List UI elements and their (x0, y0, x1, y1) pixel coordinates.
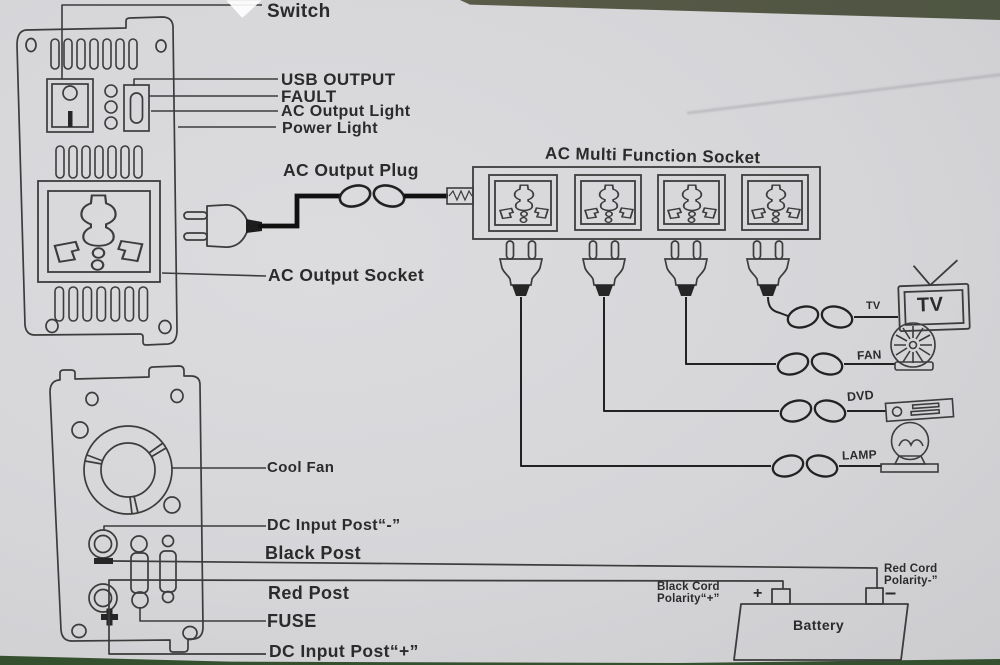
label-red-post: Red Post (268, 583, 350, 603)
label-cool-fan: Cool Fan (267, 459, 335, 476)
lamp-icon (880, 421, 939, 473)
label-battery: Battery (793, 617, 845, 633)
cool-fan-icon (83, 425, 173, 515)
label-ac-output-socket: AC Output Socket (268, 265, 425, 285)
label-black-post: Black Post (265, 543, 362, 563)
minus-mark-icon (94, 558, 113, 564)
fan-icon (890, 322, 936, 371)
ac-output-plug-icon (183, 204, 262, 249)
label-power-light: Power Light (282, 120, 378, 137)
label-ac-output-plug: AC Output Plug (283, 160, 419, 180)
label-switch: Switch (267, 1, 331, 22)
vent-slots (50, 38, 149, 322)
power-switch-icon (46, 78, 94, 133)
indicator-leds (104, 84, 118, 130)
ac-output-cord (258, 180, 474, 229)
label-red-cord-line1: Red Cord (884, 563, 938, 575)
label-dc-input-post-pos: DC Input Post“+” (269, 641, 419, 661)
usb-port-icon (123, 84, 150, 132)
leader-lines (61, 4, 278, 622)
label-ac-output-light: AC Output Light (281, 103, 411, 120)
battery-icon (733, 587, 909, 661)
label-black-cord-line1: Black Cord (657, 581, 720, 593)
label-tv-screen: TV (916, 293, 944, 317)
tv-icon (897, 259, 971, 333)
label-fuse: FUSE (267, 611, 317, 631)
label-dc-input-post-neg: DC Input Post“-” (267, 517, 401, 534)
battery-cables (108, 560, 878, 655)
label-tv-wire: TV (866, 300, 881, 312)
appliance-cords (520, 296, 898, 482)
appliance-plugs (499, 240, 790, 297)
ac-multi-function-socket-strip (472, 166, 821, 240)
battery-plus-mark: + (753, 585, 763, 602)
label-dvd: DVD (846, 387, 875, 405)
label-red-cord-line2: Polarity-” (884, 575, 938, 587)
label-black-cord-line2: Polarity“+” (657, 593, 720, 605)
label-lamp: LAMP (841, 447, 878, 463)
battery-minus-mark: – (885, 582, 897, 604)
inverter-front-panel (16, 16, 178, 346)
label-fault: FAULT (281, 87, 337, 106)
front-ac-output-socket (37, 180, 161, 283)
dvd-player-icon (884, 397, 955, 423)
label-usb-output: USB OUTPUT (281, 70, 396, 89)
dc-posts-and-fuses (88, 529, 177, 626)
inverter-rear-panel (49, 365, 204, 653)
label-fan: FAN (856, 347, 882, 363)
